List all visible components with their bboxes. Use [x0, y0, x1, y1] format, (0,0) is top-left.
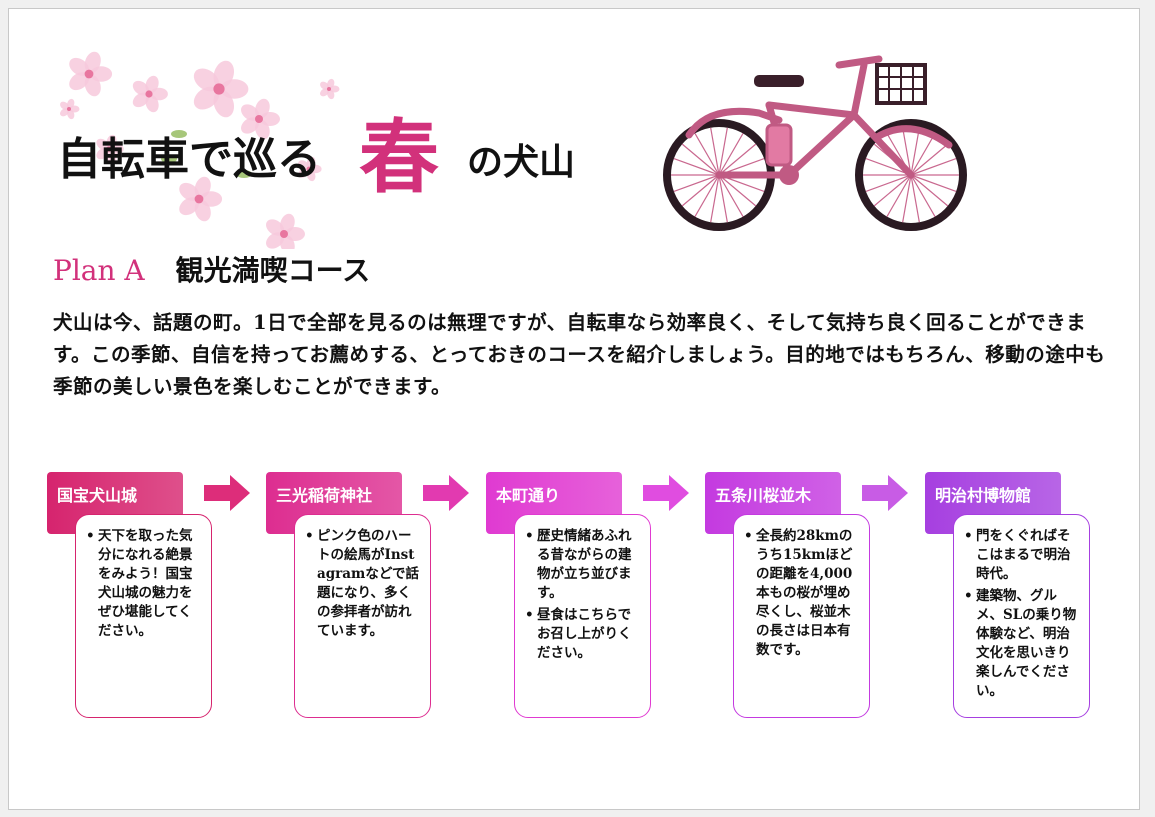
- stop-bullet: 門をくぐればそこはまるで明治時代。: [962, 527, 1081, 584]
- stop-bullet: 天下を取った気分になれる絶景をみよう！国宝犬山城の魅力をぜひ堪能してください。: [84, 527, 203, 641]
- arrow-right-icon: [643, 475, 689, 511]
- arrow-right-icon: [862, 475, 908, 511]
- title-part3: の犬山: [467, 141, 576, 183]
- plan-label: Plan A: [53, 254, 145, 287]
- stop-description-card: 門をくぐればそこはまるで明治時代。建築物、グルメ、SLの乗り物体験など、明治文化…: [953, 514, 1090, 718]
- arrow-right-icon: [423, 475, 469, 511]
- intro-text: 犬山は今、話題の町。1日で全部を見るのは無理ですが、自転車なら効率良く、そして気…: [53, 311, 1106, 398]
- title-part1: 自転車で巡る: [57, 134, 321, 185]
- stop-bullet: 建築物、グルメ、SLの乗り物体験など、明治文化を思いきり楽しんでください。: [962, 587, 1081, 701]
- stop-description-card: 天下を取った気分になれる絶景をみよう！国宝犬山城の魅力をぜひ堪能してください。: [75, 514, 212, 718]
- arrow-right-icon: [204, 475, 250, 511]
- stop-description-card: 歴史情緒あふれる昔ながらの建物が立ち並びます。昼食はこちらでお召し上がりください…: [514, 514, 651, 718]
- title-part2: 春: [359, 110, 439, 204]
- stop-bullet: 昼食はこちらでお召し上がりください。: [523, 606, 642, 663]
- slide: 自転車で巡る 春 の犬山 Plan A 観光満喫コース 犬山は今、話題の町。1日…: [8, 8, 1140, 810]
- stop-bullet: 全長約28kmのうち15kmほどの距離を4,000本もの桜が埋め尽くし、桜並木の…: [742, 527, 861, 660]
- plan-name: 観光満喫コース: [175, 254, 371, 287]
- stop-bullet: 歴史情緒あふれる昔ながらの建物が立ち並びます。: [523, 527, 642, 603]
- bicycle-icon: [663, 55, 967, 231]
- sakura-blossoms-icon: [60, 51, 340, 249]
- stop-description-card: ピンク色のハートの絵馬がInstagramなどで話題になり、多くの参拝者が訪れて…: [294, 514, 431, 718]
- plan-heading: Plan A 観光満喫コース: [53, 249, 370, 289]
- stop-description-card: 全長約28kmのうち15kmほどの距離を4,000本もの桜が埋め尽くし、桜並木の…: [733, 514, 870, 718]
- stop-bullet: ピンク色のハートの絵馬がInstagramなどで話題になり、多くの参拝者が訪れて…: [303, 527, 422, 641]
